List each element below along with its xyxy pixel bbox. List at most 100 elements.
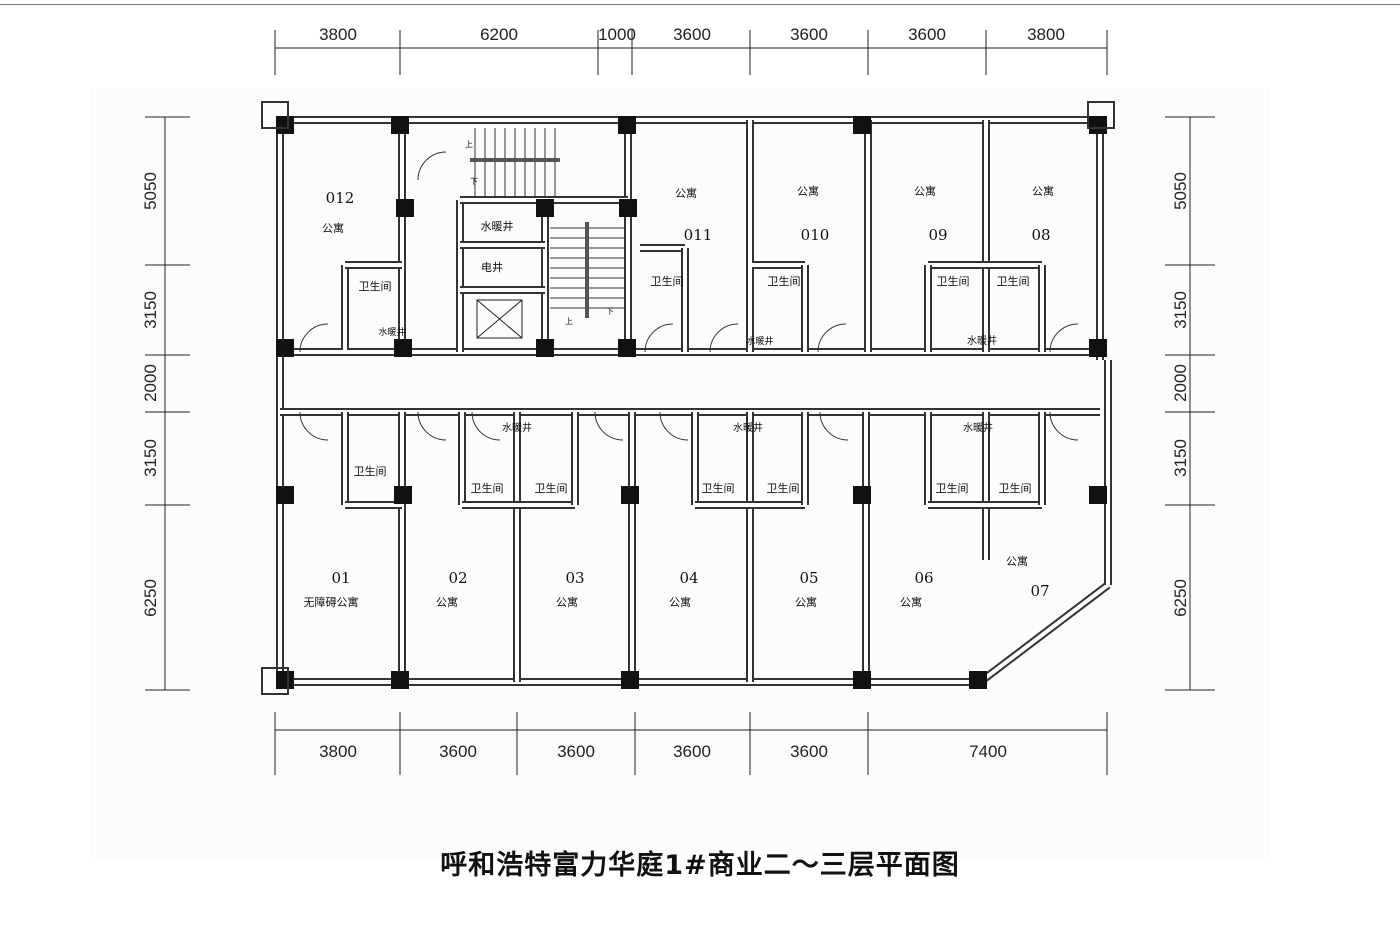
electric-shaft-label: 电井: [481, 260, 503, 274]
column: [853, 486, 871, 504]
stair-down-label: 下: [606, 307, 614, 316]
door-swing-icon: [299, 411, 329, 441]
bathroom-label: 卫生间: [354, 464, 387, 478]
elevator-icon: [476, 299, 523, 339]
top-border-line: [0, 4, 1400, 5]
bathroom-label: 卫生间: [997, 274, 1030, 288]
dimension-lines: [145, 30, 1215, 775]
door-swing-icon: [819, 411, 849, 441]
dim-top-7: 3800: [1027, 25, 1065, 44]
dim-left-4: 3150: [141, 439, 160, 477]
room-type: 公寓: [669, 595, 691, 609]
dim-top-5: 3600: [790, 25, 828, 44]
dim-top-2: 6200: [480, 25, 518, 44]
dim-bottom-3: 3600: [557, 742, 595, 761]
door-swing-icon: [709, 323, 739, 353]
room-type: 公寓: [556, 595, 578, 609]
column: [619, 199, 637, 217]
bathroom-label: 卫生间: [767, 481, 800, 495]
room-number: 02: [448, 569, 467, 587]
bathroom-label: 卫生间: [471, 481, 504, 495]
column: [396, 199, 414, 217]
column: [391, 671, 409, 689]
dim-top-6: 3600: [908, 25, 946, 44]
room-type: 公寓: [436, 595, 458, 609]
dim-right-5: 6250: [1171, 579, 1190, 617]
dim-left-3: 2000: [141, 364, 160, 402]
dim-bottom-1: 3800: [319, 742, 357, 761]
door-swing-icon: [417, 151, 447, 181]
bathroom-label: 卫生间: [651, 274, 684, 288]
door-swing-icon: [1049, 411, 1079, 441]
dim-top-3: 1000: [598, 25, 636, 44]
room-number: 07: [1030, 582, 1049, 600]
dim-left-1: 5050: [141, 172, 160, 210]
water-shaft-label: 水暖井: [481, 219, 514, 233]
room-type: 公寓: [795, 595, 817, 609]
column: [394, 339, 412, 357]
dim-top-4: 3600: [673, 25, 711, 44]
fixtures: [299, 128, 1079, 441]
column: [621, 671, 639, 689]
column: [853, 671, 871, 689]
room-type: 公寓: [797, 184, 819, 198]
door-swing-icon: [1049, 323, 1079, 353]
column: [969, 671, 987, 689]
corner-bay: [261, 667, 289, 695]
column: [536, 339, 554, 357]
bathroom-label: 卫生间: [768, 274, 801, 288]
wall-core: [978, 583, 1110, 684]
column: [276, 116, 294, 134]
corner-bay: [261, 101, 289, 129]
room-number: 011: [684, 226, 713, 244]
corner-bay: [1087, 101, 1115, 129]
water-shaft-label: 水暖井: [378, 326, 405, 338]
water-shaft-label: 水暖井: [733, 421, 763, 434]
dim-left-5: 6250: [141, 579, 160, 617]
room-type: 公寓: [1032, 184, 1054, 198]
bathroom-label: 卫生间: [999, 481, 1032, 495]
room-type: 公寓: [914, 184, 936, 198]
dim-top-1: 3800: [319, 25, 357, 44]
bathroom-label: 卫生间: [359, 279, 392, 293]
column: [276, 671, 294, 689]
elevator-cross: [476, 299, 523, 339]
room-number: 04: [679, 569, 698, 587]
bathroom-label: 卫生间: [535, 481, 568, 495]
dim-bottom-6: 7400: [969, 742, 1007, 761]
drawing-title: 呼和浩特富力华庭1#商业二～三层平面图: [440, 850, 960, 881]
column: [1089, 116, 1107, 134]
room-type: 公寓: [900, 595, 922, 609]
room-number: 06: [914, 569, 933, 587]
door-swing-icon: [471, 411, 501, 441]
door-swing-icon: [417, 411, 447, 441]
door-swing-icon: [594, 411, 624, 441]
room-number: 09: [928, 226, 947, 244]
stair-up-label: 上: [565, 317, 573, 326]
column: [391, 116, 409, 134]
dim-bottom-4: 3600: [673, 742, 711, 761]
water-shaft-label: 水暖井: [746, 335, 773, 347]
dim-right-3: 2000: [1171, 364, 1190, 402]
door-swing-icon: [659, 411, 689, 441]
stair-up-label: 上: [465, 140, 473, 149]
dim-bottom-2: 3600: [439, 742, 477, 761]
door-swing-icon: [817, 323, 847, 353]
bathroom-label: 卫生间: [936, 481, 969, 495]
room-type: 公寓: [1006, 554, 1028, 568]
dim-right-2: 3150: [1171, 291, 1190, 329]
column: [276, 486, 294, 504]
column: [618, 116, 636, 134]
water-shaft-label: 水暖井: [963, 421, 993, 434]
dim-bottom-5: 3600: [790, 742, 828, 761]
room-type: 公寓: [322, 221, 344, 235]
room-type: 无障碍公寓: [304, 595, 359, 609]
column: [536, 199, 554, 217]
room-number: 05: [799, 569, 818, 587]
column: [1089, 339, 1107, 357]
dim-left-2: 3150: [141, 291, 160, 329]
column: [1089, 486, 1107, 504]
room-number: 012: [326, 189, 355, 207]
structural-columns: [261, 101, 1115, 695]
